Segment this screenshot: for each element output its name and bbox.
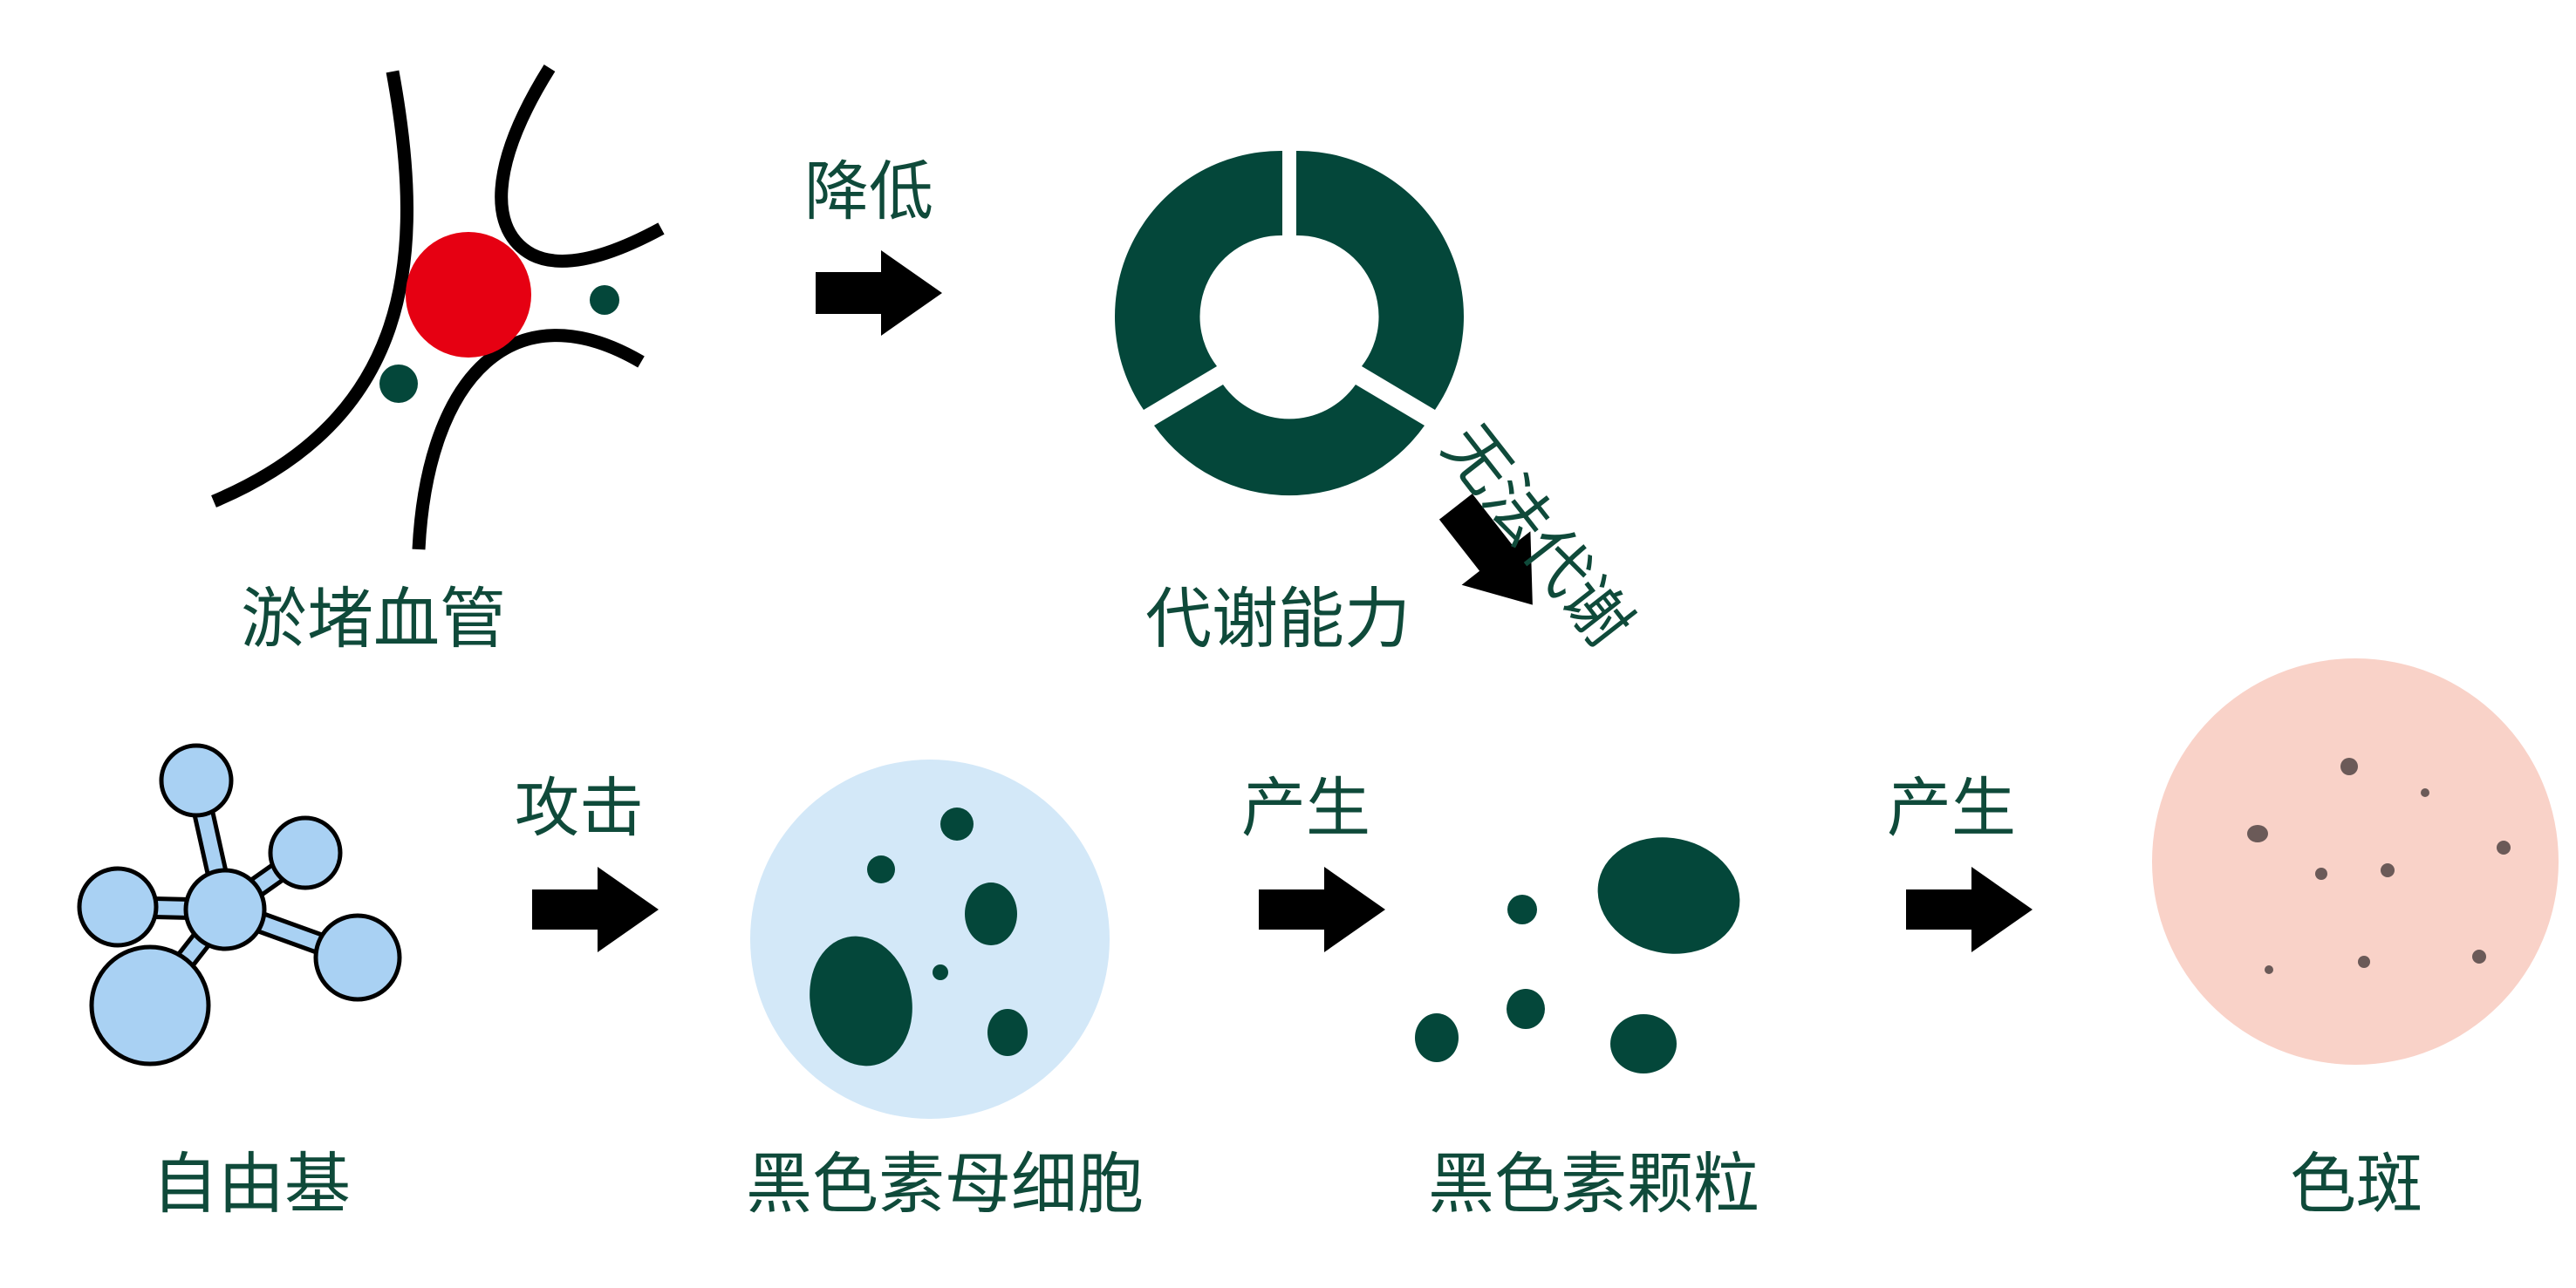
- metabolism-ring-icon: [1114, 150, 1465, 496]
- arrow-cannot-metabolize: [1438, 494, 1533, 605]
- label-melanocyte: 黑色素母细胞: [746, 1145, 1144, 1223]
- arrow-produce-2: [1906, 867, 2033, 952]
- arrow-attack: [532, 867, 659, 952]
- arrow-produce-1: [1259, 867, 1385, 952]
- skin-spots-icon: [2152, 658, 2559, 1065]
- blocked-vessel-icon: [211, 65, 665, 550]
- label-free-radical: 自由基: [152, 1145, 351, 1223]
- arrow-reduce: [816, 250, 942, 336]
- label-blocked-vessel: 淤堵血管: [241, 580, 506, 658]
- melanocyte-icon: [750, 760, 1110, 1119]
- free-radical-icon: [77, 743, 402, 1067]
- arrow-label-reduce: 降低: [804, 154, 933, 229]
- arrow-label-produce-1: 产生: [1241, 771, 1370, 846]
- melanin-granules-icon: [1415, 837, 1740, 1073]
- label-spots: 色斑: [2290, 1145, 2422, 1223]
- label-metabolism: 代谢能力: [1145, 580, 1411, 658]
- arrow-label-produce-2: 产生: [1887, 771, 2016, 846]
- arrow-label-attack: 攻击: [515, 771, 644, 846]
- label-melanin-granules: 黑色素颗粒: [1428, 1145, 1759, 1223]
